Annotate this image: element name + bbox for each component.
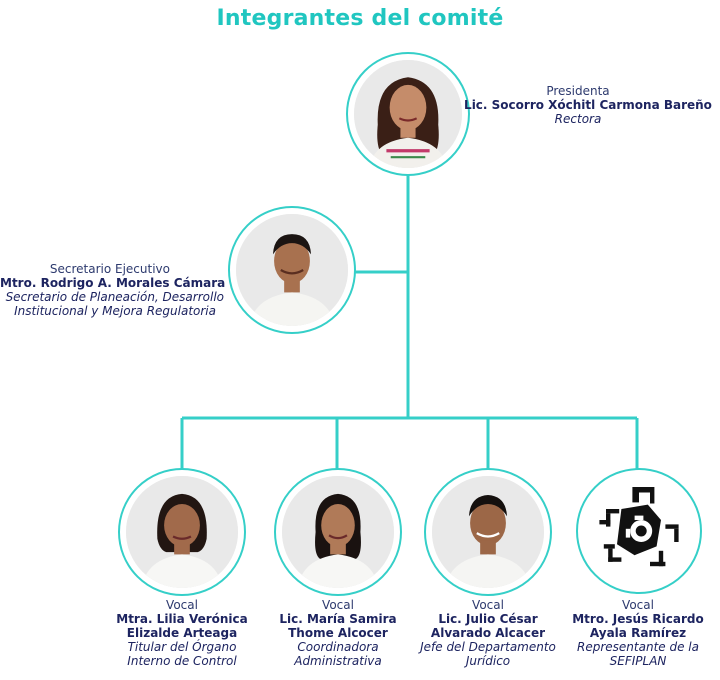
secretary-info: Secretario Ejecutivo Mtro. Rodrigo A. Mo… (0, 262, 226, 318)
vocal-3-position-line-1: Jefe del Departamento (420, 640, 556, 654)
person-icon (236, 214, 348, 326)
vocal-1-photo (118, 468, 246, 596)
government-emblem-icon (584, 476, 694, 586)
vocal-3-name-line-1: Lic. Julio César (438, 612, 538, 626)
vocal-1-position-line-2: Interno de Control (127, 654, 237, 668)
page-title: Integrantes del comité (216, 6, 504, 31)
vocal-2-position-line-2: Administrativa (294, 654, 382, 668)
vocal-1-info: Vocal Mtra. Lilia Verónica Elizalde Arte… (96, 598, 268, 668)
vocal-3-position-line-2: Jurídico (465, 654, 511, 668)
person-icon (354, 60, 462, 168)
vocal-2-info: Vocal Lic. María Samira Thome Alcocer Co… (252, 598, 424, 668)
vocal-4-emblem (576, 468, 702, 594)
president-info: Presidenta Lic. Socorro Xóchitl Carmona … (464, 84, 712, 126)
vocal-3-name-line-2: Alvarado Alcacer (430, 626, 546, 640)
secretary-position-line-2: Institucional y Mejora Regulatoria (14, 304, 216, 318)
president-name: Lic. Socorro Xóchitl Carmona Bareño (464, 98, 712, 112)
vocal-2-role: Vocal (322, 598, 354, 612)
vocal-2-position-line-1: Coordinadora (297, 640, 379, 654)
vocal-3-photo (424, 468, 552, 596)
vocal-1-name-line-2: Elizalde Arteaga (126, 626, 238, 640)
president-role: Presidenta (546, 84, 610, 98)
vocal-2-name-line-1: Lic. María Samira (279, 612, 397, 626)
person-icon (282, 476, 394, 588)
vocal-1-name-line-1: Mtra. Lilia Verónica (116, 612, 248, 626)
vocal-4-info: Vocal Mtro. Jesús Ricardo Ayala Ramírez … (556, 598, 720, 668)
vocal-2-photo (274, 468, 402, 596)
vocal-1-role: Vocal (166, 598, 198, 612)
person-icon (126, 476, 238, 588)
vocal-4-name-line-1: Mtro. Jesús Ricardo (572, 612, 704, 626)
president-photo (346, 52, 470, 176)
vocal-4-role: Vocal (622, 598, 654, 612)
secretary-role: Secretario Ejecutivo (49, 262, 170, 276)
secretary-photo (228, 206, 356, 334)
vocal-2-name-line-2: Thome Alcocer (288, 626, 388, 640)
secretary-name: Mtro. Rodrigo A. Morales Cámara (0, 276, 226, 290)
secretary-position-line-1: Secretario de Planeación, Desarrollo (5, 290, 224, 304)
vocal-4-position-line-1: Representante de la (577, 640, 699, 654)
vocal-1-position-line-1: Titular del Órgano (127, 640, 237, 654)
vocal-4-position-line-2: SEFIPLAN (609, 654, 667, 668)
vocal-3-info: Vocal Lic. Julio César Alvarado Alcacer … (402, 598, 574, 668)
vocal-4-name-line-2: Ayala Ramírez (589, 626, 687, 640)
person-icon (432, 476, 544, 588)
vocal-3-role: Vocal (472, 598, 504, 612)
president-position: Rectora (554, 112, 602, 126)
